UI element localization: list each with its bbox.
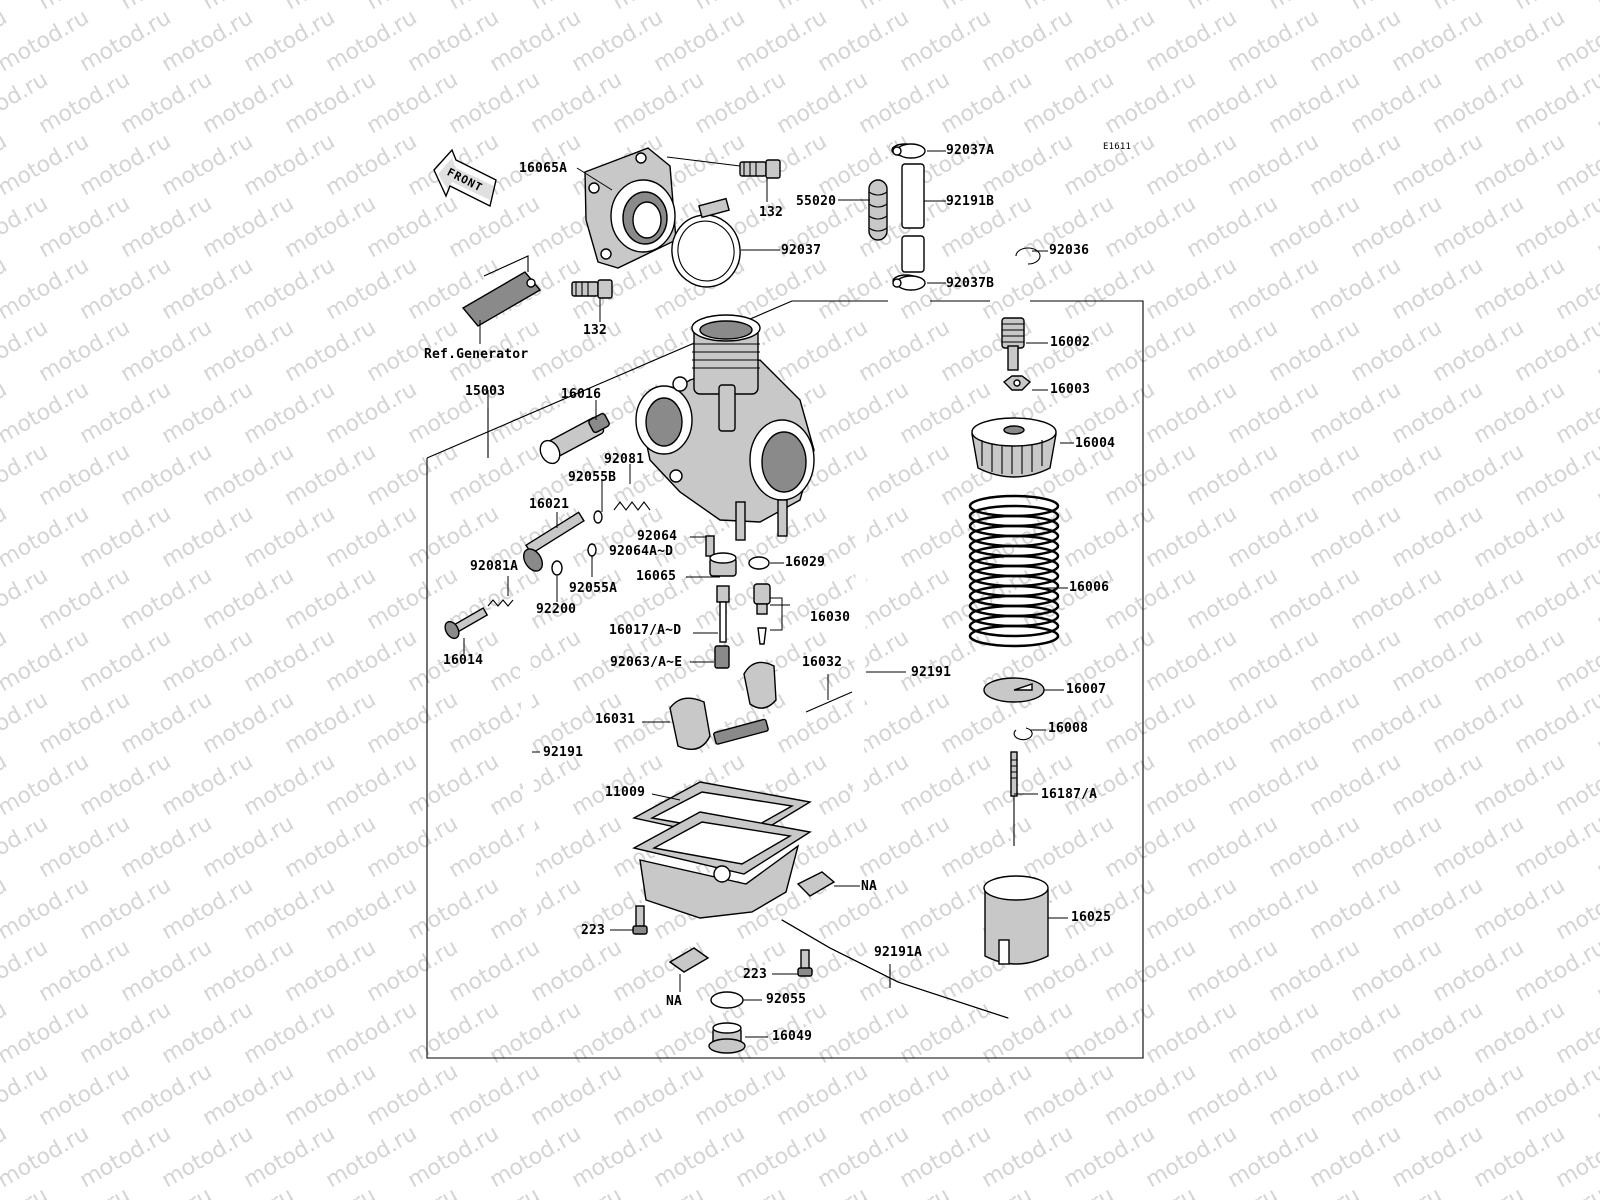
throttle-valve — [983, 875, 1049, 965]
cable-adjuster — [1001, 317, 1025, 371]
spring-92081A — [487, 599, 514, 607]
intake-holder-part — [584, 147, 677, 269]
part-label-16017A-D[interactable]: 16017/A~D — [609, 623, 682, 638]
part-label-16065[interactable]: 16065 — [636, 569, 677, 584]
screw-right — [797, 949, 813, 977]
bracket-na-left — [668, 947, 710, 973]
part-label-132-lower[interactable]: 132 — [583, 323, 608, 338]
part-label-16003[interactable]: 16003 — [1050, 382, 1091, 397]
part-label-92055B[interactable]: 92055B — [568, 470, 617, 485]
part-label-92037A[interactable]: 92037A — [946, 143, 995, 158]
air-screw — [523, 511, 585, 572]
part-label-92036[interactable]: 92036 — [1049, 243, 1090, 258]
diagram-code: E1611 — [1103, 142, 1132, 152]
spring-92081 — [613, 501, 651, 511]
float-valve — [753, 583, 771, 645]
part-label-16016[interactable]: 16016 — [561, 387, 602, 402]
float-bowl — [632, 811, 812, 919]
part-label-16030[interactable]: 16030 — [810, 610, 851, 625]
leader-lines — [463, 150, 1074, 1038]
part-label-132-upper[interactable]: 132 — [759, 205, 784, 220]
wire-clip-92037A — [892, 143, 926, 159]
part-label-16187A[interactable]: 16187/A — [1041, 787, 1098, 802]
clip-16008 — [1013, 727, 1033, 741]
wire-clip-92037B — [892, 275, 926, 291]
bracket-na-right — [796, 871, 836, 897]
part-label-92200[interactable]: 92200 — [536, 602, 577, 617]
part-label-na-left[interactable]: NA — [666, 994, 683, 1009]
main-jet — [714, 645, 730, 669]
part-label-16021[interactable]: 16021 — [529, 497, 570, 512]
part-label-16032[interactable]: 16032 — [802, 655, 843, 670]
throttle-spring — [968, 494, 1060, 648]
part-label-92191-left[interactable]: 92191 — [543, 745, 584, 760]
needle-jet — [716, 585, 730, 643]
part-label-16007[interactable]: 16007 — [1066, 682, 1107, 697]
part-label-92081[interactable]: 92081 — [604, 452, 645, 467]
part-label-92064A-D[interactable]: 92064A~D — [609, 544, 674, 559]
part-label-16008[interactable]: 16008 — [1048, 721, 1089, 736]
part-label-92037[interactable]: 92037 — [781, 243, 822, 258]
part-label-92191B[interactable]: 92191B — [946, 194, 995, 209]
vent-hose-group — [868, 143, 925, 288]
screw-left — [632, 905, 648, 935]
part-label-16031[interactable]: 16031 — [595, 712, 636, 727]
part-label-92081A[interactable]: 92081A — [470, 559, 519, 574]
part-label-92191A[interactable]: 92191A — [874, 945, 923, 960]
float — [669, 661, 777, 750]
washer-16029 — [748, 556, 770, 570]
part-label-92055[interactable]: 92055 — [766, 992, 807, 1007]
part-label-16049[interactable]: 16049 — [772, 1029, 813, 1044]
drain-plug — [708, 1022, 746, 1054]
part-label-16004[interactable]: 16004 — [1075, 436, 1116, 451]
drain-tube — [781, 919, 1009, 1019]
part-label-16006[interactable]: 16006 — [1069, 580, 1110, 595]
adjuster-nut — [1002, 375, 1032, 391]
o-ring-92055 — [710, 991, 744, 1009]
jet-needle — [1010, 751, 1018, 846]
vent-tube-left — [518, 608, 538, 936]
part-label-92063A-E[interactable]: 92063/A~E — [610, 655, 683, 670]
part-label-16029[interactable]: 16029 — [785, 555, 826, 570]
part-label-92037B[interactable]: 92037B — [946, 276, 995, 291]
carburetor-cap — [971, 417, 1057, 478]
drain-tube-inner — [781, 919, 1009, 1019]
clamp-part — [671, 197, 741, 288]
part-label-92055A[interactable]: 92055A — [569, 581, 618, 596]
jet-holder — [709, 552, 737, 577]
vent-tube-right — [852, 482, 868, 806]
part-label-223-right[interactable]: 223 — [743, 967, 768, 982]
starter-plunger — [539, 412, 610, 465]
part-label-55020[interactable]: 55020 — [796, 194, 837, 209]
o-ring-92055B — [593, 510, 603, 524]
part-label-na-right[interactable]: NA — [861, 879, 878, 894]
carburetor-body — [635, 314, 815, 541]
spring-coil-turn — [968, 614, 1060, 638]
spring-coil-turn — [968, 624, 1060, 648]
part-label-16014[interactable]: 16014 — [443, 653, 484, 668]
idle-screw — [444, 607, 489, 640]
washer-92200 — [551, 560, 563, 576]
part-label-11009[interactable]: 11009 — [605, 785, 646, 800]
front-arrow-icon — [433, 148, 497, 208]
pilot-jet — [705, 535, 715, 557]
clip-92036 — [1015, 247, 1041, 265]
o-ring-92055A — [587, 543, 597, 557]
float-pin — [805, 691, 853, 713]
needle-plate — [983, 677, 1045, 703]
ref-generator-label: Ref.Generator — [424, 347, 529, 362]
part-label-92064[interactable]: 92064 — [637, 529, 678, 544]
part-label-15003[interactable]: 15003 — [465, 384, 506, 399]
part-label-16025[interactable]: 16025 — [1071, 910, 1112, 925]
part-label-223-left[interactable]: 223 — [581, 923, 606, 938]
part-label-16002[interactable]: 16002 — [1050, 335, 1091, 350]
bolt-lower — [571, 279, 613, 299]
part-label-92191-right[interactable]: 92191 — [911, 665, 952, 680]
generator-ref-bracket — [461, 255, 542, 327]
bolt-upper — [739, 159, 781, 179]
part-label-16065A[interactable]: 16065A — [519, 161, 568, 176]
